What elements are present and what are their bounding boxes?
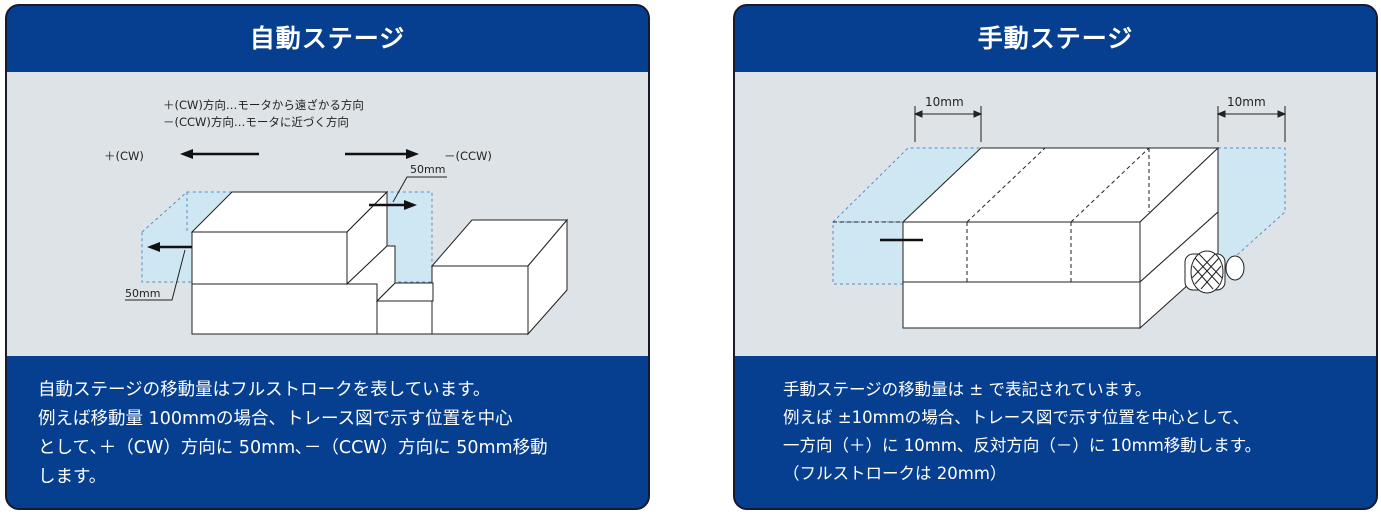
- arrow-right-icon: [345, 149, 419, 159]
- manual-stage-illustration: 10mm 10mm: [831, 95, 1287, 330]
- manual-stage-description: 手動ステージの移動量は ± で表記されています。 例えば ±10mmの場合、トレ…: [735, 356, 1376, 508]
- arrow-right-icon: [369, 200, 417, 210]
- description-line: 一方向（＋）に 10mm、反対方向（－）に 10mm移動します。: [783, 436, 1262, 455]
- description-line: 手動ステージの移動量は ± で表記されています。: [783, 380, 1152, 399]
- description-line: （フルストロークは 20mm）: [783, 464, 1007, 483]
- description-line: 自動ステージの移動量はフルストロークを表しています。: [38, 380, 491, 400]
- description-line: として､＋（CW）方向に 50mm､－（CCW）方向に 50mm移動: [38, 438, 548, 458]
- stage-base: [191, 218, 569, 336]
- travel-range-trace: [831, 147, 1286, 285]
- dimension-right: [1216, 106, 1287, 142]
- description-line: します。: [38, 467, 107, 487]
- auto-stage-diagram: ＋(CW)方向…モータから遠ざかる方向 －(CCW)方向…モータに近づく方向 ＋…: [7, 72, 648, 356]
- stage-table: [190, 190, 396, 303]
- dimension-leader: [125, 249, 186, 301]
- manual-stage-panel: 手動ステージ 10mm 10mm: [733, 4, 1378, 510]
- arrow-left-icon: [180, 149, 259, 159]
- description-line: 例えば ±10mmの場合、トレース図で示す位置を中心として、: [783, 408, 1250, 427]
- manual-stage-diagram: 10mm 10mm: [735, 72, 1376, 356]
- trace-dashed-edges: [833, 147, 1150, 282]
- auto-stage-illustration: ＋(CW)方向…モータから遠ざかる方向 －(CCW)方向…モータに近づく方向 ＋…: [104, 98, 569, 336]
- plus-direction-label: ＋(CW): [104, 149, 144, 163]
- dimension-label: 50mm: [125, 287, 160, 300]
- dimension-leader: [392, 176, 447, 203]
- auto-stage-description: 自動ステージの移動量はフルストロークを表しています。 例えば移動量 100mmの…: [7, 356, 648, 508]
- stage-body: [901, 146, 1220, 330]
- auto-stage-panel: 自動ステージ ＋(CW)方向…モータから遠ざかる方向 －(CCW)方向…モータに…: [5, 4, 650, 510]
- dimension-left: [913, 106, 983, 142]
- description-line: 例えば移動量 100mmの場合、トレース図で示す位置を中心: [38, 409, 513, 429]
- knob-icon: [1184, 250, 1245, 294]
- panel-title: 手動ステージ: [977, 24, 1134, 53]
- direction-note-minus: －(CCW)方向…モータに近づく方向: [163, 115, 349, 129]
- dimension-label: 50mm: [410, 163, 445, 176]
- dimension-label: 10mm: [925, 95, 964, 109]
- minus-direction-label: －(CCW): [444, 149, 492, 163]
- dimension-label: 10mm: [1227, 95, 1266, 109]
- panel-title: 自動ステージ: [249, 24, 406, 53]
- arrow-left-icon: [147, 242, 192, 252]
- direction-note-plus: ＋(CW)方向…モータから遠ざかる方向: [163, 98, 364, 112]
